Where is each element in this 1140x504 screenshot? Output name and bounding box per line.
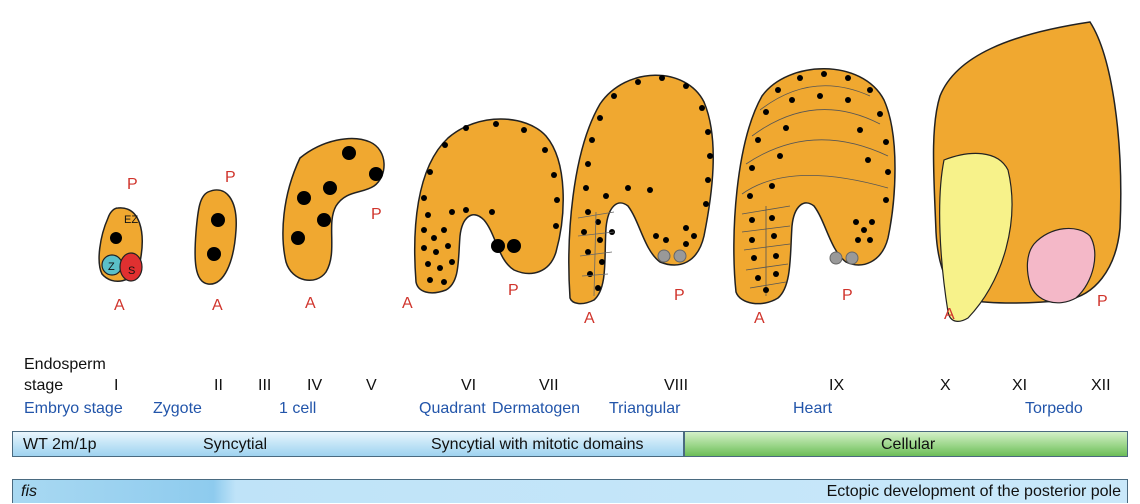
pole-label-posterior: P [225,169,236,187]
stage-numeral: IX [829,377,844,395]
stage-numeral: III [258,377,271,395]
stage-numeral: XI [1012,377,1027,395]
nucleus [110,232,122,244]
seed-stage-3 [283,139,384,281]
embryo-stage-name: Triangular [609,400,680,418]
wt-syncytial-bar: WT 2m/1p Syncytial Syncytial with mitoti… [12,431,684,457]
endosperm-stage-label-1: Endosperm [24,356,106,374]
seed-stage-5 [569,75,713,303]
stage-numeral: VII [539,377,559,395]
pole-label-posterior: P [1097,293,1108,311]
pole-label-posterior: P [371,206,382,224]
stage-numeral: X [940,377,951,395]
embryo-stage-name: 1 cell [279,400,316,418]
pole-label-anterior: A [305,295,316,313]
z-label: Z [108,258,115,276]
fis-bar: fis Ectopic development of the posterior… [12,479,1128,503]
embryo-stage-name: Torpedo [1025,400,1083,418]
stage-numeral: XII [1091,377,1111,395]
pole-label-posterior: P [508,282,519,300]
embryo-stage-name: Heart [793,400,832,418]
nucleus [207,247,221,261]
stage-numeral: VI [461,377,476,395]
seed-stage-4 [415,119,563,293]
cellular-label: Cellular [881,432,935,458]
pole-label-posterior: P [674,287,685,305]
stage-numeral: I [114,377,118,395]
embryo-stage-label: Embryo stage [24,400,123,418]
stage-numeral: IV [307,377,322,395]
ectopic-development-label: Ectopic development of the posterior pol… [827,480,1121,504]
embryo-stage-name: Quadrant [419,400,486,418]
embryo-stage-name: Dermatogen [492,400,580,418]
grey-nucleus [658,250,670,262]
stage-numeral: V [366,377,377,395]
pole-label-anterior: A [754,310,765,328]
pole-label-anterior: A [114,297,125,315]
wt-genotype-label: WT 2m/1p [23,432,97,458]
pole-label-anterior: A [584,310,595,328]
pole-label-posterior: P [127,176,138,194]
grey-nucleus [830,252,842,264]
grey-nucleus [674,250,686,262]
mitotic-domains-label: Syncytial with mitotic domains [431,432,644,458]
syncytial-label: Syncytial [203,432,267,458]
fis-label: fis [21,480,37,504]
s-label: S [128,262,135,280]
seed-stage-2 [195,190,236,284]
embryo-stage-name: Zygote [153,400,202,418]
pole-label-anterior: A [402,295,413,313]
ez-label: EZ [124,211,138,229]
pole-label-anterior: A [212,297,223,315]
endosperm-stage-label-2: stage [24,377,63,395]
stage-numeral: II [214,377,223,395]
grey-nucleus [846,252,858,264]
pole-label-anterior: A [944,306,955,324]
pole-label-posterior: P [842,287,853,305]
nucleus [211,213,225,227]
stage-numeral: VIII [664,377,688,395]
wt-cellular-bar: Cellular [684,431,1128,457]
